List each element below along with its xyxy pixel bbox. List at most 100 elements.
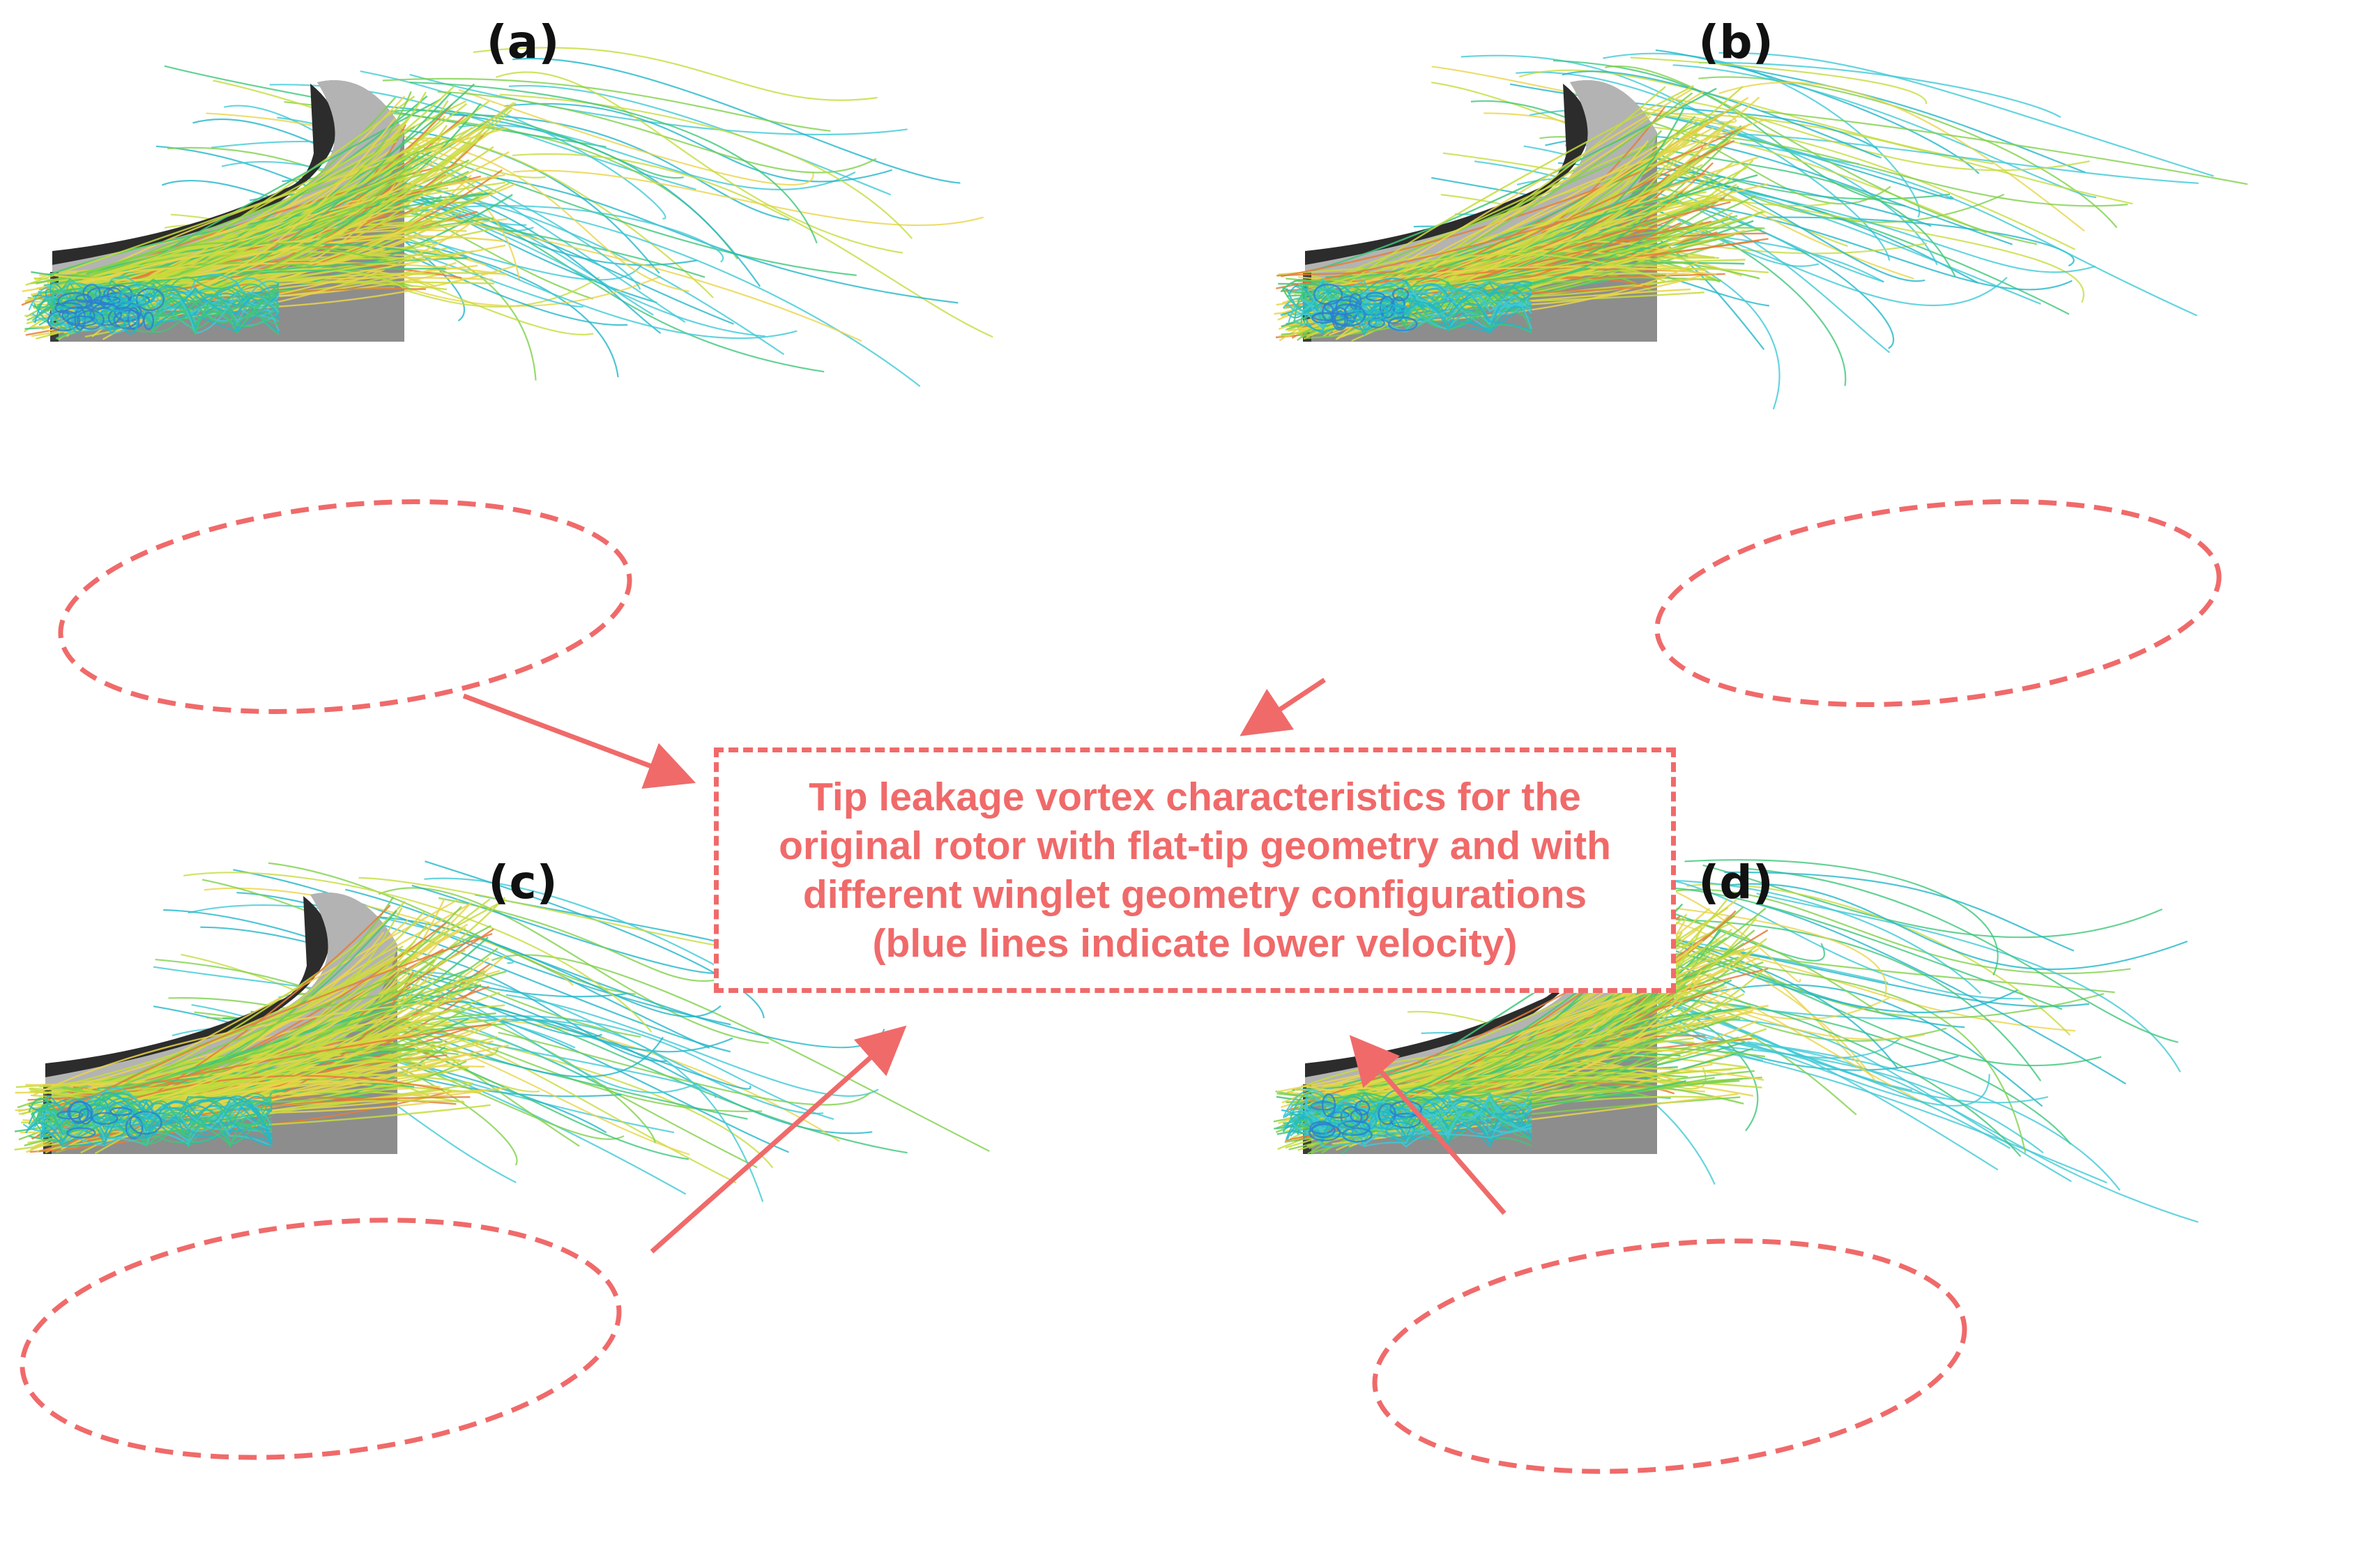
arrow-from-d bbox=[1349, 1035, 1506, 1215]
tip-streamline bbox=[86, 242, 454, 275]
low-velocity-streamline bbox=[89, 301, 112, 310]
vortex-streamline bbox=[40, 1099, 273, 1148]
panel-d: (d) bbox=[1190, 770, 2380, 1541]
vortex-streamline bbox=[28, 1095, 273, 1145]
low-velocity-streamline bbox=[1379, 1116, 1396, 1130]
background-streamline bbox=[1698, 61, 2061, 119]
tip-streamline bbox=[1353, 1046, 1766, 1095]
tip-streamline bbox=[94, 949, 466, 1155]
low-velocity-streamline bbox=[119, 291, 139, 303]
streamline-figure-c bbox=[14, 860, 990, 1460]
background-streamline bbox=[1702, 864, 2162, 939]
background-streamline bbox=[1728, 883, 2188, 971]
background-streamline bbox=[1516, 71, 1891, 261]
background-streamline bbox=[1724, 871, 2075, 952]
background-streamline bbox=[1604, 65, 2038, 245]
background-streamline bbox=[382, 77, 831, 132]
background-streamline bbox=[505, 994, 879, 1097]
background-streamline bbox=[346, 171, 785, 356]
low-velocity-streamline bbox=[1382, 1107, 1412, 1120]
low-velocity-streamline bbox=[1332, 307, 1349, 331]
highlight-ellipse bbox=[20, 1217, 622, 1460]
background-streamline bbox=[432, 202, 921, 387]
tip-streamline bbox=[1297, 253, 1665, 295]
highlight-ellipse bbox=[1654, 499, 2222, 708]
background-streamline bbox=[495, 71, 903, 254]
tip-streamline bbox=[54, 144, 469, 281]
background-streamline bbox=[1718, 52, 2214, 177]
background-streamline bbox=[1761, 110, 2248, 185]
highlight-ellipse bbox=[58, 499, 632, 714]
tip-streamline bbox=[93, 167, 419, 276]
background-streamline bbox=[1603, 52, 1921, 218]
blade-scene bbox=[21, 47, 993, 387]
low-velocity-streamline bbox=[1330, 303, 1366, 327]
background-streamline bbox=[206, 112, 521, 281]
tip-streamline bbox=[1289, 266, 1717, 295]
low-velocity-streamline bbox=[1309, 1123, 1341, 1141]
low-velocity-streamline bbox=[1327, 1110, 1348, 1125]
vortex-streamline bbox=[1304, 280, 1532, 330]
background-streamline bbox=[1739, 142, 2198, 317]
tip-streamline bbox=[40, 257, 467, 294]
panel-c: (c) bbox=[0, 770, 1190, 1541]
streamline-figure-a bbox=[21, 47, 993, 714]
background-streamline bbox=[425, 860, 765, 1019]
background-streamline bbox=[1635, 1012, 1990, 1107]
low-velocity-streamline bbox=[1321, 1093, 1336, 1118]
background-streamline bbox=[1659, 939, 2115, 994]
background-streamline bbox=[397, 1024, 717, 1098]
background-streamline bbox=[1553, 59, 1906, 207]
background-streamline bbox=[1755, 902, 2126, 1085]
background-streamline bbox=[1723, 132, 2199, 184]
background-streamline bbox=[409, 81, 818, 244]
tip-streamline bbox=[36, 126, 415, 284]
low-velocity-streamline bbox=[1385, 1121, 1415, 1139]
low-velocity-streamline bbox=[61, 306, 96, 325]
streamline-figure-d bbox=[1273, 858, 2199, 1474]
low-velocity-streamline bbox=[129, 1110, 162, 1135]
blade-scene bbox=[1274, 49, 2248, 410]
background-streamline bbox=[512, 169, 984, 227]
background-streamline bbox=[236, 892, 731, 1053]
tip-streamline bbox=[97, 940, 416, 1122]
tip-streamline bbox=[1348, 85, 1695, 284]
streamline-figure-b bbox=[1274, 49, 2248, 708]
tip-streamline bbox=[1308, 87, 1717, 273]
background-streamline bbox=[503, 103, 892, 183]
caption-line-4: (blue lines indicate lower velocity) bbox=[872, 921, 1518, 966]
tip-streamline bbox=[92, 996, 435, 1095]
panel-a: (a) bbox=[0, 0, 1190, 770]
background-streamline bbox=[502, 1019, 873, 1134]
low-velocity-streamline bbox=[138, 1099, 154, 1111]
low-velocity-streamline bbox=[75, 294, 92, 303]
low-velocity-streamline bbox=[94, 309, 132, 330]
vortex-streamline bbox=[31, 289, 280, 328]
background-streamline bbox=[473, 47, 878, 101]
background-streamline bbox=[1748, 867, 2179, 1043]
vortex-streamline bbox=[1288, 284, 1532, 313]
background-streamline bbox=[1692, 134, 2128, 207]
background-streamline bbox=[1719, 63, 2086, 174]
panel-label-d: (d) bbox=[1698, 856, 1773, 909]
background-streamline bbox=[163, 909, 602, 1038]
panel-label-a: (a) bbox=[486, 15, 560, 69]
background-streamline bbox=[409, 73, 908, 135]
caption-box: Tip leakage vortex characteristics for t… bbox=[714, 747, 1676, 993]
background-streamline bbox=[1655, 49, 1980, 174]
vortex-streamline bbox=[32, 1098, 273, 1131]
background-streamline bbox=[1747, 1041, 2121, 1191]
low-velocity-streamline bbox=[125, 1116, 144, 1139]
background-streamline bbox=[1756, 893, 2181, 1072]
low-velocity-streamline bbox=[78, 1107, 93, 1125]
background-streamline bbox=[1718, 82, 2085, 232]
low-velocity-streamline bbox=[91, 1111, 119, 1125]
background-streamline bbox=[1726, 959, 2027, 1153]
tip-streamline bbox=[33, 998, 471, 1096]
background-streamline bbox=[183, 872, 653, 1033]
tip-streamline bbox=[57, 199, 478, 294]
background-streamline bbox=[444, 1018, 764, 1202]
low-velocity-streamline bbox=[66, 1127, 96, 1139]
background-streamline bbox=[512, 57, 961, 184]
